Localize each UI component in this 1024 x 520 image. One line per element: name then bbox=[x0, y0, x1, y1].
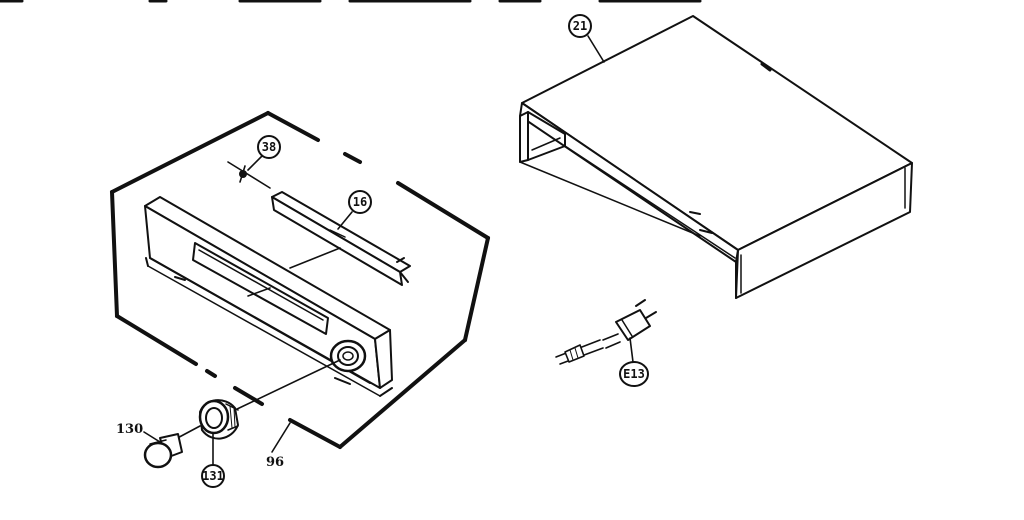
callout-bracket-label: 16 bbox=[353, 195, 367, 209]
screw bbox=[227, 161, 271, 189]
power-cord bbox=[555, 299, 657, 365]
top-cover bbox=[519, 15, 913, 299]
callout-top-cover-label: 21 bbox=[573, 19, 587, 33]
front-panel bbox=[144, 196, 393, 397]
callout-knob-collar: 131 bbox=[201, 433, 225, 488]
knob-axis-line bbox=[169, 359, 341, 443]
callout-power-cord: E13 bbox=[619, 337, 649, 387]
label-knob: 130 bbox=[116, 422, 161, 443]
callout-power-cord-label: E13 bbox=[623, 367, 645, 381]
knob bbox=[143, 433, 183, 469]
callout-screw: 38 bbox=[247, 135, 281, 171]
callout-top-cover: 21 bbox=[568, 14, 605, 63]
label-front-panel: 96 bbox=[266, 422, 291, 470]
bracket bbox=[271, 191, 411, 286]
panel-bracket-leader bbox=[247, 247, 341, 297]
panel-assembly-outline bbox=[110, 111, 490, 449]
callout-screw-label: 38 bbox=[262, 140, 276, 154]
label-knob-text: 130 bbox=[116, 422, 143, 437]
knob-collar bbox=[198, 399, 239, 440]
callout-knob-collar-label: 131 bbox=[202, 469, 224, 483]
label-front-panel-text: 96 bbox=[266, 455, 284, 470]
cover-dash-line bbox=[760, 62, 772, 72]
callout-bracket: 16 bbox=[337, 190, 372, 230]
